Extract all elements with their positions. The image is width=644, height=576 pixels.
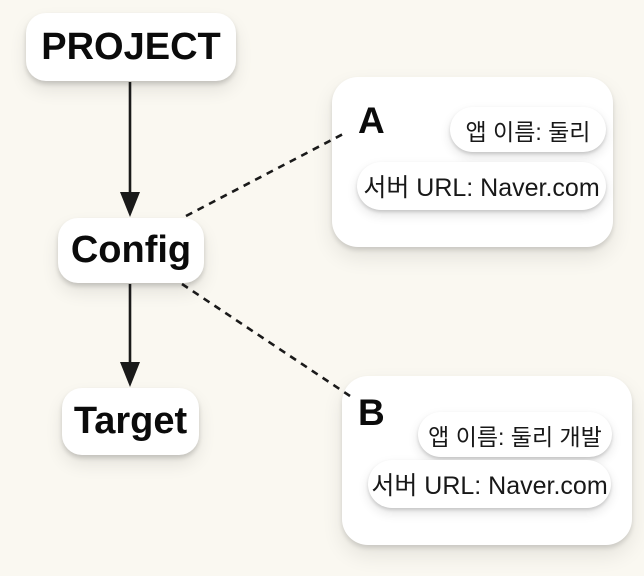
arrowhead-icon xyxy=(120,192,140,217)
edge-config-to-annotation-a xyxy=(185,131,346,218)
annotation-card-b: B 앱 이름: 둘리 개발 서버 URL: Naver.com xyxy=(342,376,632,545)
edge-config-to-annotation-b xyxy=(181,282,351,398)
annotation-a-label: A xyxy=(358,100,385,141)
annotation-a-server-url: 서버 URL: Naver.com xyxy=(357,162,606,210)
node-project: PROJECT xyxy=(26,13,236,81)
annotation-card-a: A 앱 이름: 둘리 서버 URL: Naver.com xyxy=(332,77,613,247)
node-config: Config xyxy=(58,218,204,283)
annotation-a-app-name: 앱 이름: 둘리 xyxy=(450,107,606,152)
annotation-b-label: B xyxy=(358,392,385,433)
arrowhead-icon xyxy=(120,362,140,387)
node-project-label: PROJECT xyxy=(41,25,221,68)
annotation-b-server-url: 서버 URL: Naver.com xyxy=(368,460,611,508)
node-target: Target xyxy=(62,388,199,455)
node-target-label: Target xyxy=(73,400,188,442)
annotation-b-app-name: 앱 이름: 둘리 개발 xyxy=(418,412,612,457)
node-config-label: Config xyxy=(70,229,192,271)
